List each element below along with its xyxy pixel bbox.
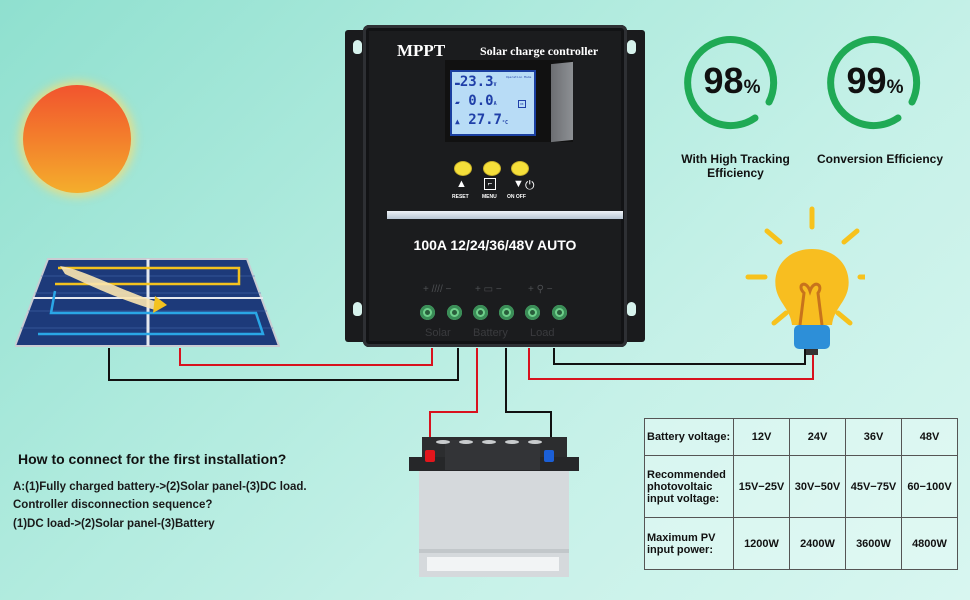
lcd-display: ▬23.3V ▰ 0.0A ▲ 27.7°C Operation Mode OK [450, 70, 536, 136]
load-terminal-label: Load [530, 327, 555, 339]
battery-positive-wire [476, 348, 478, 413]
conversion-efficiency-gauge: 99% [826, 32, 924, 130]
load-negative-wire [553, 348, 555, 365]
table-row: Maximum PV input power: 1200W 2400W 3600… [644, 517, 958, 570]
solar-negative-wire [108, 348, 110, 380]
table-row: Recommended photovoltaic input voltage: … [644, 455, 958, 518]
load-negative-terminal[interactable] [552, 305, 567, 320]
solar-icon: ▰ [455, 98, 460, 107]
solar-negative-terminal[interactable] [447, 305, 462, 320]
menu-button[interactable] [483, 161, 501, 176]
controller-title: Solar charge controller [480, 44, 599, 58]
bulb-symbol-icon: + ⚲ − [528, 284, 553, 295]
spec-table: Battery voltage: 12V 24V 36V 48V Recomme… [644, 418, 958, 570]
triangle-up-icon: ▲ [456, 178, 467, 190]
solar-positive-wire [179, 348, 181, 366]
menu-icon: ⌐ [484, 178, 496, 190]
battery-illustration [409, 437, 579, 577]
disconnection-sequence: (1)DC load->(2)Solar panel-(3)Battery [13, 518, 215, 530]
load-arrow-icon: ▲ [455, 117, 460, 126]
battery-negative-terminal[interactable] [499, 305, 514, 320]
installation-question: How to connect for the first installatio… [18, 451, 287, 467]
battery-positive-terminal[interactable] [473, 305, 488, 320]
positive-terminal-icon [425, 450, 435, 462]
battery-terminal-label: Battery [473, 327, 508, 339]
connection-sequence: A:(1)Fully charged battery->(2)Solar pan… [13, 481, 307, 493]
solar-current-readout: ▰ 0.0A [455, 93, 497, 109]
solar-positive-terminal[interactable] [420, 305, 435, 320]
battery-symbol-icon: + ▭ − [475, 284, 502, 295]
table-row: Battery voltage: 12V 24V 36V 48V [644, 418, 958, 456]
battery-voltage-readout: ▬23.3V [455, 74, 497, 90]
conversion-efficiency-caption: Conversion Efficiency [816, 152, 944, 166]
solar-charge-controller: MPPT Solar charge controller ▬23.3V ▰ 0.… [345, 25, 645, 347]
reset-button[interactable] [454, 161, 472, 176]
battery-negative-wire [505, 348, 507, 413]
battery-icon: ▬ [455, 79, 460, 88]
solar-terminal-label: Solar [425, 327, 451, 339]
sun-illustration [23, 85, 131, 193]
load-positive-terminal[interactable] [525, 305, 540, 320]
negative-terminal-icon [544, 450, 554, 462]
light-bulb-icon [745, 206, 865, 355]
ring-progress-icon [827, 36, 921, 130]
power-icon: ⏻ [525, 178, 535, 192]
solar-symbol-icon: + //// − [423, 284, 452, 295]
triangle-down-icon: ▼ [513, 178, 524, 190]
reflective-strip [387, 211, 623, 219]
tracking-efficiency-gauge: 98% [683, 32, 781, 130]
ring-progress-icon [684, 36, 778, 130]
temperature-readout: ▲ 27.7°C [455, 112, 509, 128]
rating-label: 100A 12/24/36/48V AUTO [413, 237, 577, 253]
brand-label: MPPT [397, 41, 446, 60]
solar-panel-illustration [15, 258, 280, 347]
load-positive-wire [528, 348, 530, 380]
disconnection-question: Controller disconnection sequence? [13, 499, 213, 511]
on-off-button[interactable] [511, 161, 529, 176]
lcd-cover-flap [551, 61, 573, 143]
